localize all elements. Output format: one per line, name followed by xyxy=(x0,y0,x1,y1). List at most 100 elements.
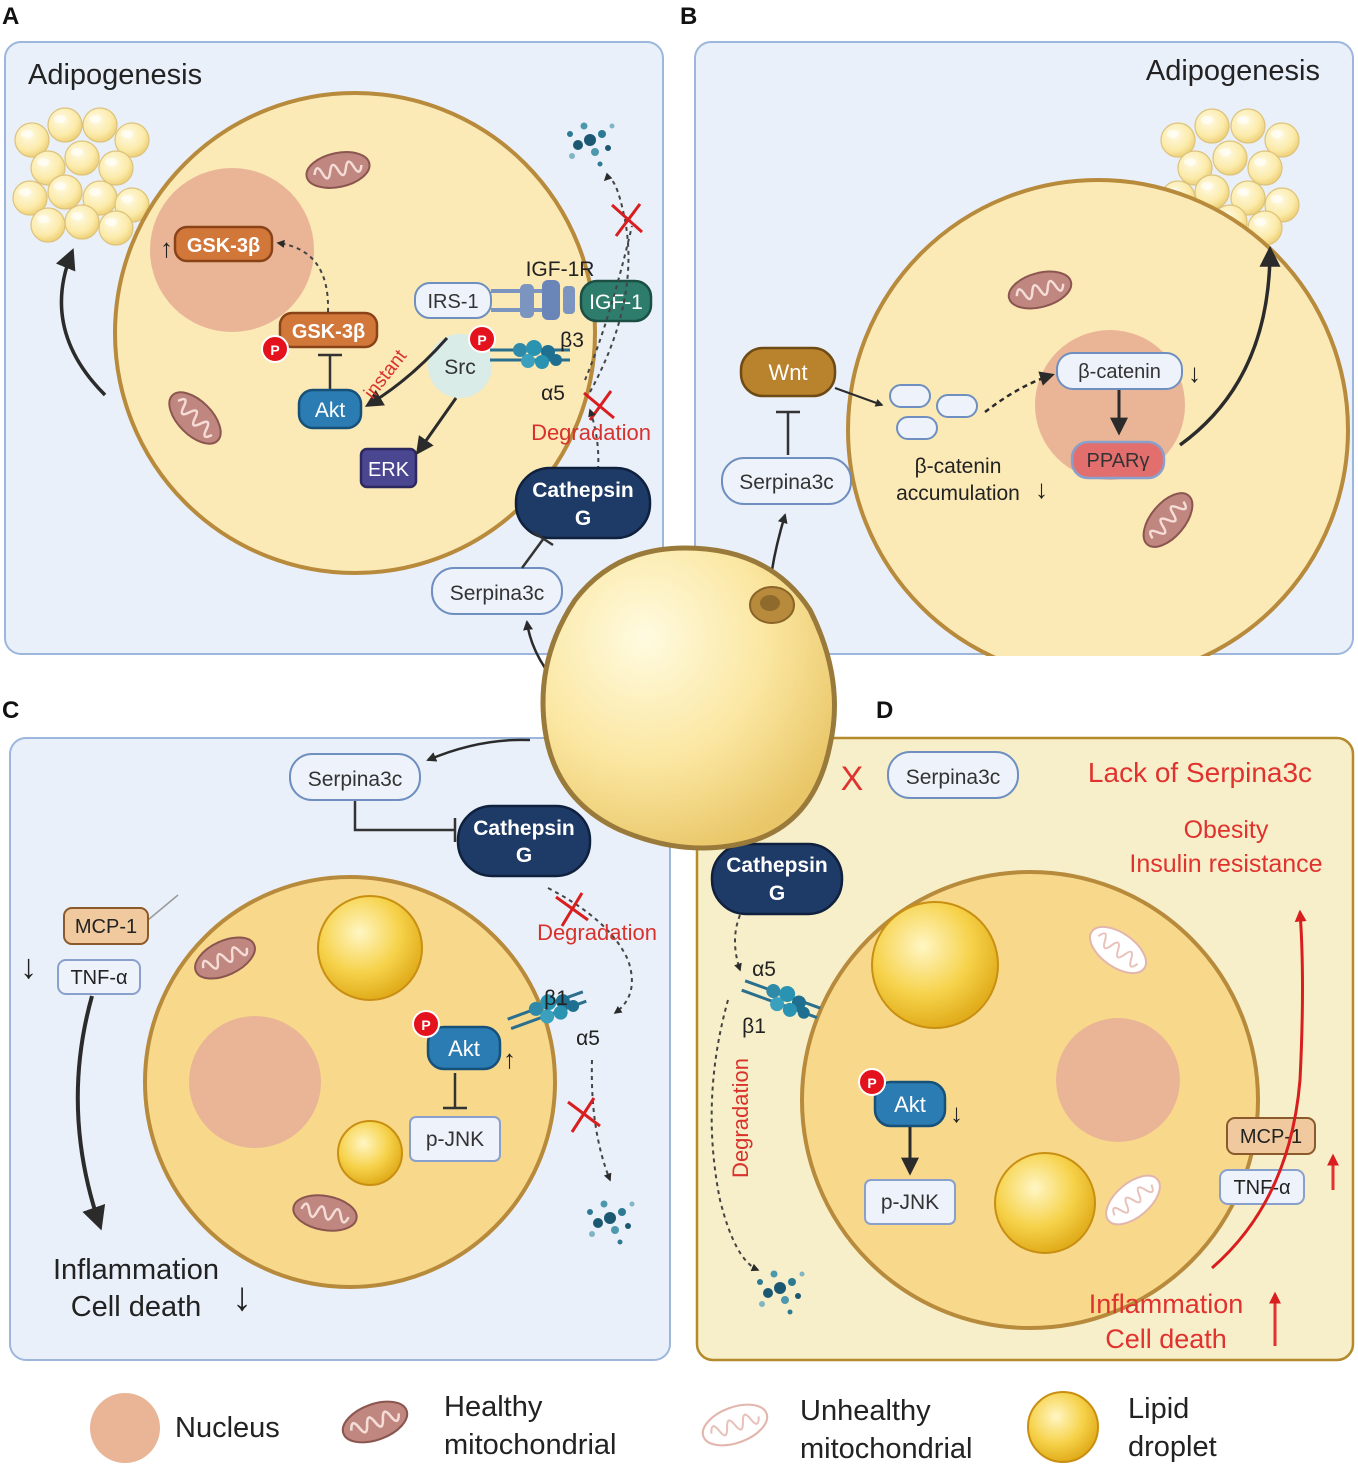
src-to-erk-arrow xyxy=(415,397,458,455)
legend-unhealthy-mito-swatch xyxy=(696,1395,774,1455)
erk-label: ERK xyxy=(368,459,410,481)
panel-c: C Akt P ↑ p-JNK β1 α5 Degradation S xyxy=(2,697,671,1361)
serpina3c-box-c xyxy=(289,753,421,801)
alpha5-label-d: α5 xyxy=(752,958,776,981)
cathepsin-to-integrin-c xyxy=(547,887,633,1014)
mcp1-tether-c xyxy=(147,894,179,921)
panel-b: B Adipogenesis β-catenin ↓ PPARγ β-caten… xyxy=(680,3,1355,686)
panel-d-letter: D xyxy=(876,697,893,724)
insulin-resistance-label: Insulin resistance xyxy=(1129,850,1322,878)
panel-a-title: Adipogenesis xyxy=(28,59,202,91)
cell-d xyxy=(800,870,1260,1330)
cathepsin-label-a-1: Cathepsin xyxy=(532,479,634,502)
adipogenesis-arrow-b xyxy=(1178,245,1281,447)
legend-lipid-label-2: droplet xyxy=(1128,1431,1217,1463)
cathepsin-box-a xyxy=(514,466,652,540)
wnt-label: Wnt xyxy=(768,360,807,385)
akt-down-arrow-d: ↓ xyxy=(950,1098,963,1128)
serpina3c-inhibits-cathepsin-a-bar xyxy=(532,530,554,547)
lipid-droplet-c-1 xyxy=(317,895,423,1001)
integrin-degradation-path-a xyxy=(589,172,630,393)
cathepsin-label-c-1: Cathepsin xyxy=(473,817,575,840)
irs1-box xyxy=(414,282,492,319)
serpina3c-inhibits-cathepsin-c xyxy=(353,801,455,832)
igf1-degradation-path-a xyxy=(584,225,633,381)
serpina3c-box-a xyxy=(431,567,563,615)
panel-c-letter: C xyxy=(2,697,19,724)
wnt-to-bcatenin-arrow xyxy=(834,387,884,407)
p-label-akt-c: P xyxy=(421,1017,430,1033)
blocked-x-c-top xyxy=(555,892,589,927)
akt-label-d: Akt xyxy=(894,1092,926,1117)
panel-d: D X Serpina3c Lack of Serpina3c Obesity … xyxy=(695,697,1355,1362)
panel-a: A Adipogenesis ↑ GSK-3β GSK-3β P Akt xyxy=(2,3,664,669)
akt-label-c: Akt xyxy=(448,1036,480,1061)
legend-healthy-mito-swatch xyxy=(336,1392,414,1452)
inflammation-label-c: Inflammation xyxy=(53,1254,219,1286)
legend-unhealthy-label-1: Unhealthy xyxy=(800,1395,931,1427)
gsk3b-up-arrow: ↑ xyxy=(160,233,173,263)
cathepsin-label-a-2: G xyxy=(575,507,591,530)
panel-b-title: Adipogenesis xyxy=(1146,55,1320,87)
igf1-box xyxy=(579,279,653,323)
igf1r-receptor xyxy=(491,280,575,320)
serpina3c-inhibits-cathepsin-a xyxy=(520,537,546,569)
wnt-box xyxy=(739,346,837,398)
ppar-box xyxy=(1070,440,1166,480)
mcp1-label-c: MCP-1 xyxy=(75,916,137,938)
integrin-to-debris-c xyxy=(590,1059,612,1182)
celldeath-label-c: Cell death xyxy=(71,1291,202,1323)
degradation-label-d: Degradation xyxy=(728,1058,753,1178)
legend-nucleus-label: Nucleus xyxy=(175,1412,280,1444)
serpina3c-label-a: Serpina3c xyxy=(450,582,545,605)
degradation-label-c: Degradation xyxy=(537,920,657,945)
akt-box-d xyxy=(873,1080,947,1128)
cell-c xyxy=(143,875,557,1289)
inflammation-label-d: Inflammation xyxy=(1089,1289,1244,1319)
igf1-label: IGF-1 xyxy=(589,291,643,314)
legend-lipid-swatch xyxy=(1027,1391,1099,1463)
blocked-x-c-bottom xyxy=(567,1097,601,1133)
src-to-akt-arrow xyxy=(364,337,449,407)
pjnk-box-c xyxy=(409,1116,501,1162)
legend-healthy-label-2: mitochondrial xyxy=(444,1429,616,1461)
cathepsin-label-c-2: G xyxy=(516,844,532,867)
bcatenin-down-arrow: ↓ xyxy=(1188,358,1201,388)
akt-up-arrow-c: ↑ xyxy=(503,1044,516,1074)
gsk3b-to-nucleus-arrow xyxy=(276,239,330,313)
legend-lipid-label-1: Lipid xyxy=(1128,1393,1189,1425)
tnfa-box-c xyxy=(57,959,141,995)
lipid-droplet-d-1 xyxy=(871,901,999,1029)
bcatenin-label: β-catenin xyxy=(1078,361,1161,383)
center-to-serpina3c-c-arrow xyxy=(426,738,531,762)
center-to-serpina3c-b-arrow xyxy=(770,513,788,571)
center-to-serpina3c-a-arrow xyxy=(523,620,547,669)
pjnk-label-c: p-JNK xyxy=(426,1128,484,1151)
legend-healthy-label-1: Healthy xyxy=(444,1391,543,1423)
bcatenin-accumulation-ovals xyxy=(889,384,978,440)
panel-b-letter: B xyxy=(680,3,697,30)
tnfa-label-c: TNF-α xyxy=(70,967,127,989)
akt-label-a: Akt xyxy=(315,399,346,422)
cathepsin-to-integrin-d xyxy=(734,914,742,972)
cathepsin-box-c xyxy=(456,804,592,878)
bcatenin-accum-label-2: accumulation xyxy=(896,482,1020,505)
legend: Nucleus Healthy mitochondrial Unhealthy … xyxy=(90,1391,1217,1465)
central-adipocyte xyxy=(540,545,837,851)
nucleus-d xyxy=(1056,1018,1180,1142)
cathepsin-label-d-1: Cathepsin xyxy=(726,854,828,877)
inflammation-to-obesity-arrow-d xyxy=(1211,909,1307,1270)
lipid-droplet-c-2 xyxy=(337,1120,403,1186)
serpina3c-box-b xyxy=(721,457,852,505)
irs1-label: IRS-1 xyxy=(427,291,478,313)
panel-d-title: Lack of Serpina3c xyxy=(1088,757,1312,788)
src-label: Src xyxy=(444,356,476,379)
legend-unhealthy-label-2: mitochondrial xyxy=(800,1433,972,1465)
tnfa-box-d xyxy=(1219,1169,1305,1205)
erk-box xyxy=(359,447,418,489)
outcome-down-arrow-c: ↓ xyxy=(232,1275,252,1319)
serpina3c-box-d xyxy=(887,751,1019,799)
mcp1-label-d: MCP-1 xyxy=(1240,1126,1302,1148)
legend-nucleus-swatch xyxy=(90,1393,160,1463)
